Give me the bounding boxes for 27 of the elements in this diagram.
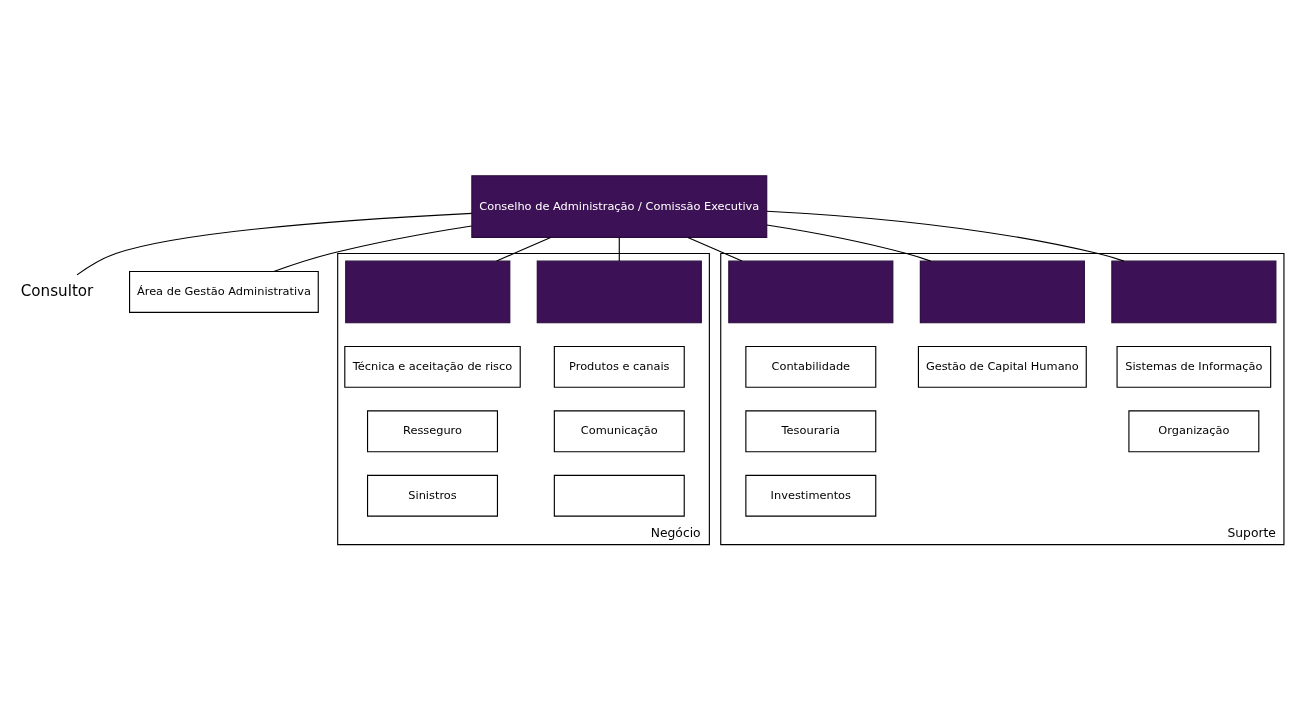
- node-box: Gestão de Capital Humano: [917, 345, 1087, 388]
- node-box: Organização: [1128, 409, 1260, 452]
- node-box: Sistemas de Informação: [1116, 345, 1272, 388]
- connector: [495, 236, 552, 262]
- node-box: Comunicação: [553, 409, 685, 452]
- node-text: Consultor: [20, 281, 94, 300]
- connector: [618, 236, 620, 261]
- node-box: [728, 260, 894, 323]
- node-box: Resseguro: [367, 409, 498, 452]
- connector: [273, 224, 473, 272]
- node-box: Investimentos: [745, 474, 877, 517]
- connector: [76, 212, 473, 275]
- node-box: [536, 260, 702, 323]
- connector: [766, 210, 1125, 262]
- node-box: Área de Gestão Administrativa: [129, 270, 319, 313]
- node-box: [553, 474, 685, 517]
- node-box: Contabilidade: [745, 345, 877, 388]
- node-box: [1111, 260, 1277, 323]
- node-box: Tesouraria: [745, 409, 877, 452]
- node-box: Produtos e canais: [553, 345, 685, 388]
- node-box: Técnica e aceitação de risco: [344, 345, 521, 388]
- node-box: Sinistros: [367, 474, 498, 517]
- node-box: Conselho de Administração / Comissão Executiva: [471, 174, 768, 238]
- connector: [766, 223, 932, 262]
- node-box: [919, 260, 1085, 323]
- node-box: [345, 260, 511, 323]
- connector: [687, 236, 743, 262]
